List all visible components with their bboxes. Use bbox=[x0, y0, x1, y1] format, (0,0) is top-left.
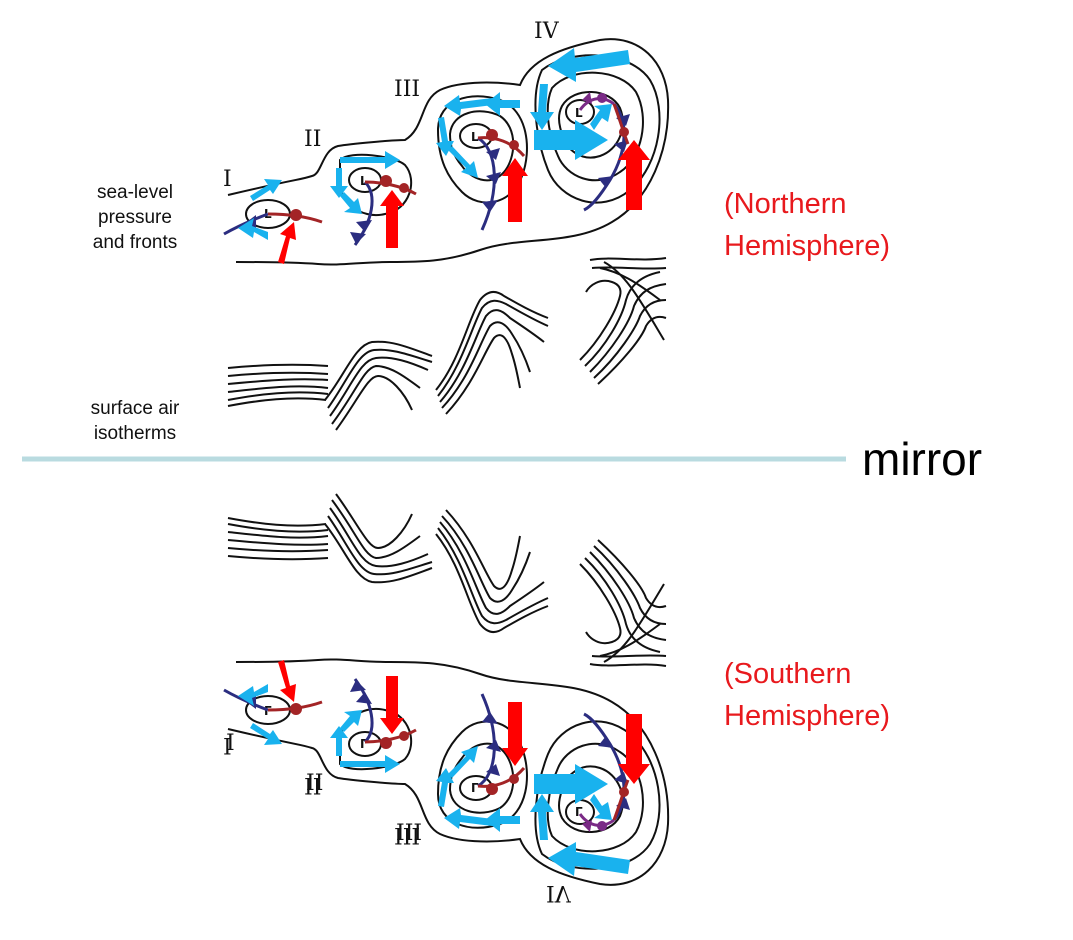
southern-line2: Hemisphere) bbox=[724, 700, 890, 732]
southern-hemisphere-panel bbox=[221, 492, 670, 887]
northern-hemisphere-label: (Northern Hemisphere) bbox=[724, 183, 890, 267]
mirror-label: mirror bbox=[862, 433, 983, 485]
sea-level-pressure-label: sea-level pressure and fronts bbox=[70, 180, 200, 255]
northern-line1: (Northern bbox=[724, 188, 847, 220]
sea-level-line3: and fronts bbox=[92, 232, 178, 253]
stage-iv-mirrored-label: IV bbox=[546, 880, 572, 905]
southern-hemisphere-label: (Southern Hemisphere) bbox=[724, 653, 890, 737]
sea-level-line2: pressure bbox=[98, 207, 172, 228]
northern-hemisphere-panel bbox=[221, 37, 670, 432]
southern-line1: (Southern bbox=[724, 658, 852, 690]
northern-line2: Hemisphere) bbox=[724, 230, 890, 262]
surface-line2: isotherms bbox=[93, 423, 177, 444]
sea-level-line1: sea-level bbox=[96, 182, 174, 203]
stage-iv-label: IV bbox=[534, 19, 560, 44]
surface-air-isotherms-label: surface air isotherms bbox=[70, 396, 200, 446]
surface-line1: surface air bbox=[90, 398, 180, 419]
